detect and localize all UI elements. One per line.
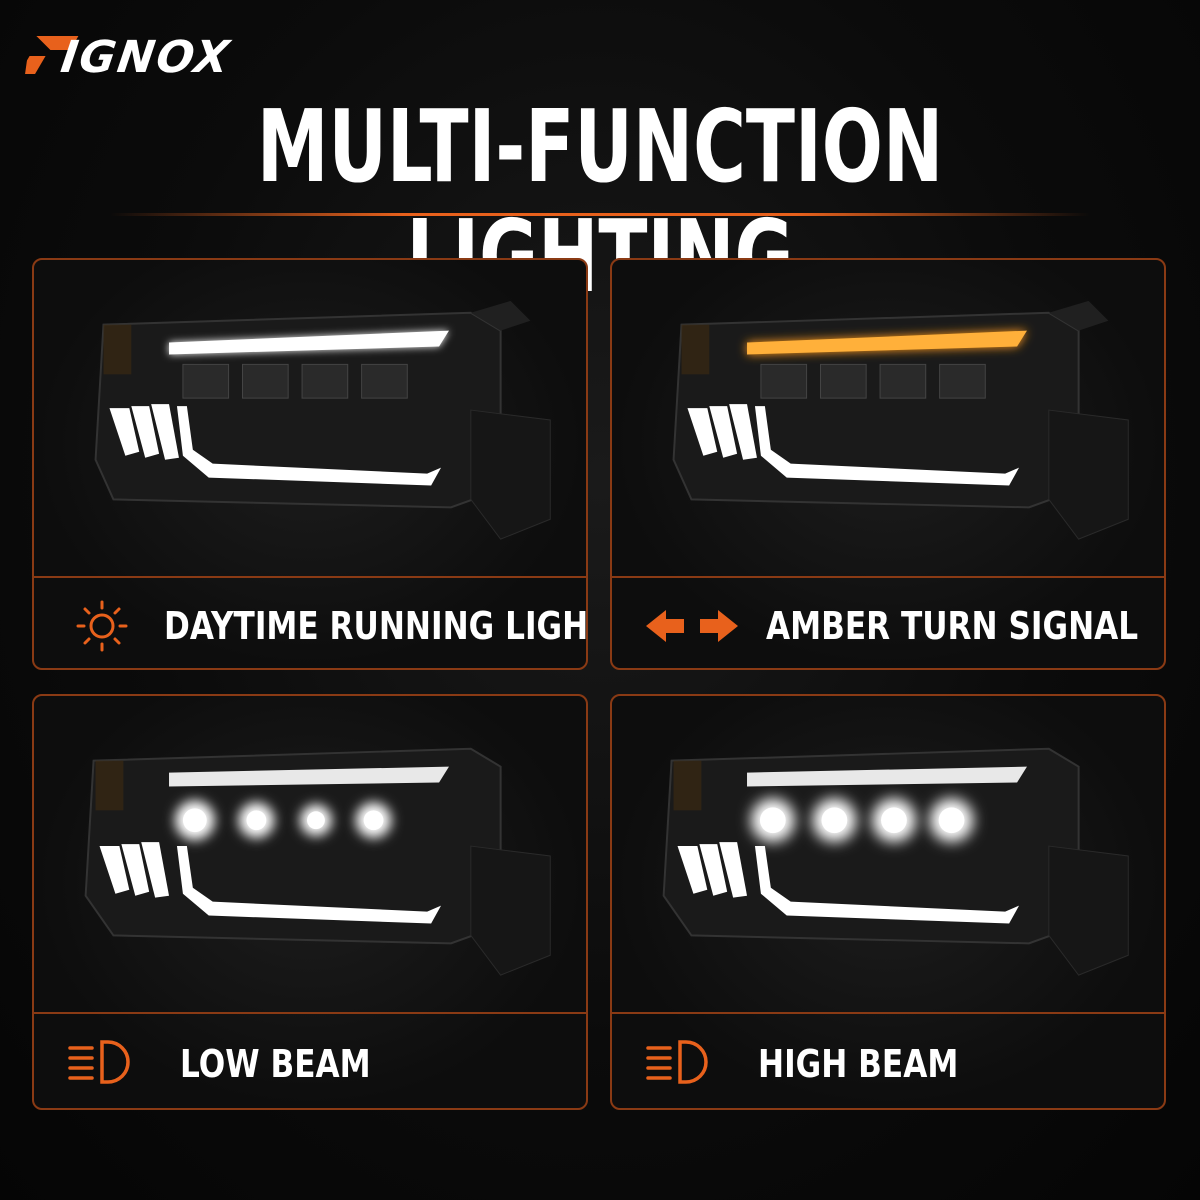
panel-divider — [34, 1012, 586, 1014]
rignox-logo-icon: IGNOX — [19, 32, 234, 83]
caption-text: HIGH BEAM — [758, 1042, 959, 1086]
high-beam-icon — [646, 1040, 708, 1084]
low-beam-icon — [68, 1040, 130, 1084]
headlight-drl-image — [94, 300, 551, 540]
panel-high-beam: HIGH BEAM — [610, 694, 1166, 1110]
caption-text: DAYTIME RUNNING LIGHT — [164, 604, 588, 648]
title-underline — [110, 213, 1090, 216]
svg-text:IGNOX: IGNOX — [58, 32, 234, 80]
panel-low-beam: LOW BEAM — [32, 694, 588, 1110]
page-title: MULTI-FUNCTION LIGHTING — [256, 88, 944, 315]
low-beam-projectors — [174, 800, 392, 841]
headlight-turn-image — [672, 300, 1129, 540]
turn-signal-arrows-icon — [646, 610, 738, 642]
caption-row: HIGH BEAM — [612, 1014, 1164, 1108]
amber-signal-bar — [747, 330, 1027, 355]
panel-amber-turn-signal: AMBER TURN SIGNAL — [610, 258, 1166, 670]
panel-divider — [34, 576, 586, 578]
caption-text: AMBER TURN SIGNAL — [766, 604, 1139, 648]
caption-row: LOW BEAM — [34, 1014, 586, 1108]
sun-icon — [76, 600, 128, 652]
high-beam-projectors — [750, 798, 974, 843]
caption-text: LOW BEAM — [180, 1042, 371, 1086]
panel-daytime-running-light: DAYTIME RUNNING LIGHT — [32, 258, 588, 670]
headlight-high-beam-image — [662, 747, 1129, 976]
panel-divider — [612, 576, 1164, 578]
caption-row: DAYTIME RUNNING LIGHT — [34, 578, 588, 668]
brand-logo: IGNOX — [19, 28, 351, 83]
headlight-low-beam-image — [84, 747, 551, 976]
caption-row: AMBER TURN SIGNAL — [612, 578, 1164, 668]
panel-divider — [612, 1012, 1164, 1014]
drl-top-bar — [169, 330, 449, 355]
